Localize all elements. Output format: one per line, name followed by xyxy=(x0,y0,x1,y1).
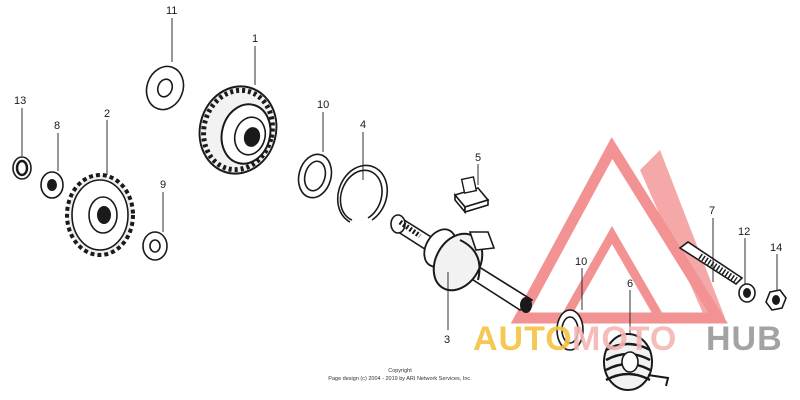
callout-labels: 11 1 13 8 2 9 10 4 5 3 10 6 7 12 14 xyxy=(14,5,782,346)
copyright-notice: Copyright Page design (c) 2004 - 2019 by… xyxy=(328,368,472,382)
part-12-washer xyxy=(738,283,756,303)
part-10-washer-upper xyxy=(297,153,333,199)
callout-6: 6 xyxy=(627,278,633,290)
watermark-logo xyxy=(510,137,728,324)
callout-14: 14 xyxy=(770,242,782,254)
part-5-stopper xyxy=(453,176,490,215)
callout-5: 5 xyxy=(475,152,481,164)
part-4-circlip xyxy=(336,164,389,223)
copyright-line-1: Copyright xyxy=(388,368,412,374)
part-8-collar xyxy=(40,171,64,199)
part-13-ring xyxy=(12,156,32,180)
callout-7: 7 xyxy=(709,205,715,217)
part-3-spindle xyxy=(390,214,534,313)
part-10-washer-lower xyxy=(556,309,584,351)
callout-11: 11 xyxy=(166,5,177,17)
callout-2: 2 xyxy=(104,108,110,120)
callout-9: 9 xyxy=(160,179,166,191)
callout-1: 1 xyxy=(252,33,258,45)
part-7-bolt xyxy=(678,241,744,286)
part-14-nut xyxy=(765,289,787,311)
callout-3: 3 xyxy=(444,334,450,346)
callout-8: 8 xyxy=(54,120,60,132)
leader-lines xyxy=(21,18,778,334)
callout-4: 4 xyxy=(360,119,366,131)
part-1-gear-drum xyxy=(198,85,278,175)
watermark-word-auto: AUTO xyxy=(473,320,573,358)
callout-10-upper: 10 xyxy=(317,99,329,111)
part-6-spring xyxy=(603,333,670,391)
copyright-line-2: Page design (c) 2004 - 2019 by ARI Netwo… xyxy=(328,376,472,382)
part-2-gear xyxy=(65,173,135,257)
callout-12: 12 xyxy=(738,226,750,238)
callout-13: 13 xyxy=(14,95,26,107)
part-9-washer xyxy=(142,231,168,261)
part-11-washer xyxy=(145,65,185,111)
watermark-word-hub: HUB xyxy=(706,320,783,358)
watermark-wordmark: AUTO MOTO HUB xyxy=(473,320,783,358)
watermark-triangle-inner xyxy=(557,225,668,323)
callout-10-lower: 10 xyxy=(575,256,587,268)
watermark-word-moto: MOTO xyxy=(572,320,677,358)
watermark-triangle-right xyxy=(640,150,725,318)
